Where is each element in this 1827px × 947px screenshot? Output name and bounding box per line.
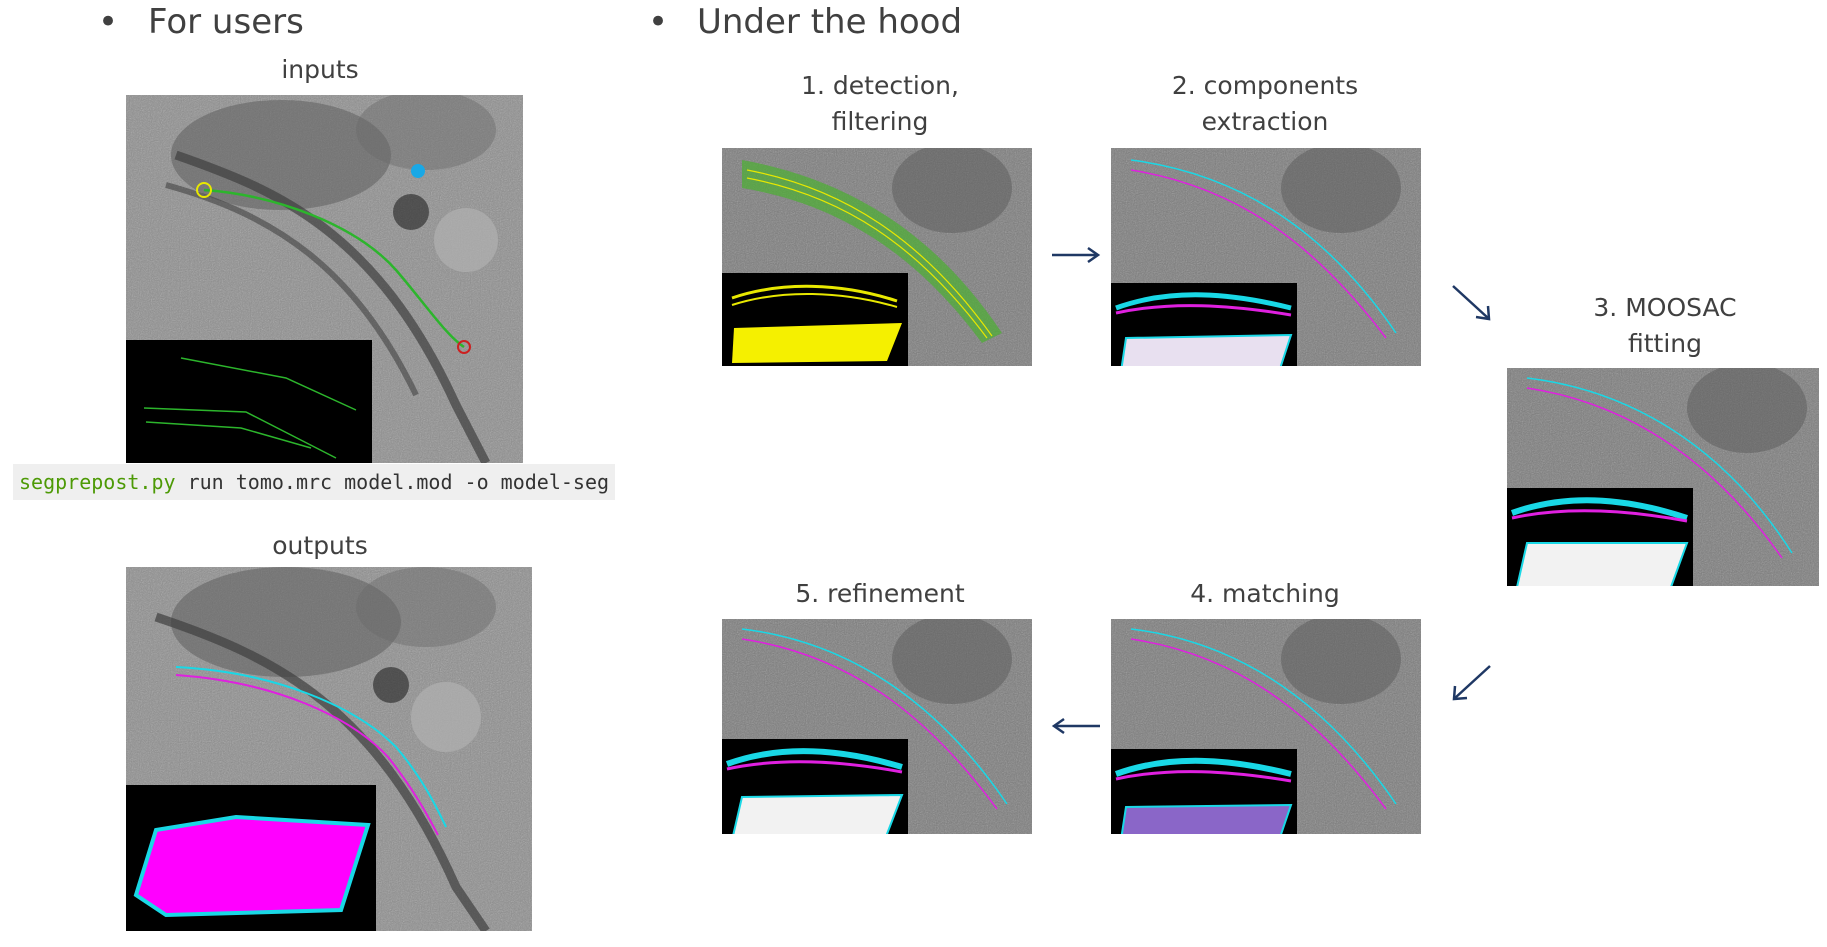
bullet-for-users: • bbox=[98, 2, 119, 42]
step-3-label: 3. MOOSAC fitting bbox=[1525, 290, 1805, 362]
command-line: segprepost.py run tomo.mrc model.mod -o … bbox=[13, 464, 616, 500]
step-4-image bbox=[1111, 619, 1421, 834]
outputs-segmentation-inset bbox=[126, 785, 376, 931]
arrow-step4-to-step5 bbox=[1051, 717, 1100, 735]
step-5-line1: 5. refinement bbox=[795, 579, 965, 608]
step-3-line1: 3. MOOSAC bbox=[1593, 293, 1737, 322]
command-args: run tomo.mrc model.mod -o model-seg bbox=[175, 470, 610, 494]
step-1-label: 1. detection, filtering bbox=[740, 68, 1020, 140]
inputs-tomogram-image bbox=[126, 95, 523, 463]
arrow-step2-to-step3 bbox=[1452, 285, 1491, 321]
step-5-label: 5. refinement bbox=[740, 576, 1020, 612]
step-1-inset bbox=[722, 273, 908, 366]
step-2-line1: 2. components bbox=[1171, 71, 1359, 100]
step-3-line2: fitting bbox=[1627, 329, 1702, 358]
step-3-inset bbox=[1507, 488, 1693, 586]
step-2-image bbox=[1111, 148, 1421, 366]
outputs-label: outputs bbox=[272, 531, 368, 560]
step-2-line2: extraction bbox=[1201, 107, 1329, 136]
step-4-inset bbox=[1111, 749, 1297, 834]
inputs-label: inputs bbox=[281, 55, 359, 84]
step-5-inset bbox=[722, 739, 908, 834]
step-1-image bbox=[722, 148, 1032, 366]
command-program: segprepost.py bbox=[19, 470, 176, 494]
bullet-under-the-hood: • bbox=[648, 2, 669, 42]
step-5-image bbox=[722, 619, 1032, 834]
step-3-image bbox=[1507, 368, 1819, 586]
arrow-step3-to-step4 bbox=[1452, 665, 1491, 701]
step-4-line1: 4. matching bbox=[1190, 579, 1340, 608]
step-4-label: 4. matching bbox=[1125, 576, 1405, 612]
step-1-line1: 1. detection, bbox=[801, 71, 959, 100]
arrow-step1-to-step2 bbox=[1052, 246, 1101, 264]
step-2-inset bbox=[1111, 283, 1297, 366]
heading-for-users: For users bbox=[148, 2, 304, 42]
heading-under-the-hood: Under the hood bbox=[697, 2, 963, 42]
outputs-tomogram-image bbox=[126, 567, 532, 931]
inputs-model-inset bbox=[126, 340, 372, 463]
step-1-line2: filtering bbox=[831, 107, 929, 136]
step-2-label: 2. components extraction bbox=[1125, 68, 1405, 140]
